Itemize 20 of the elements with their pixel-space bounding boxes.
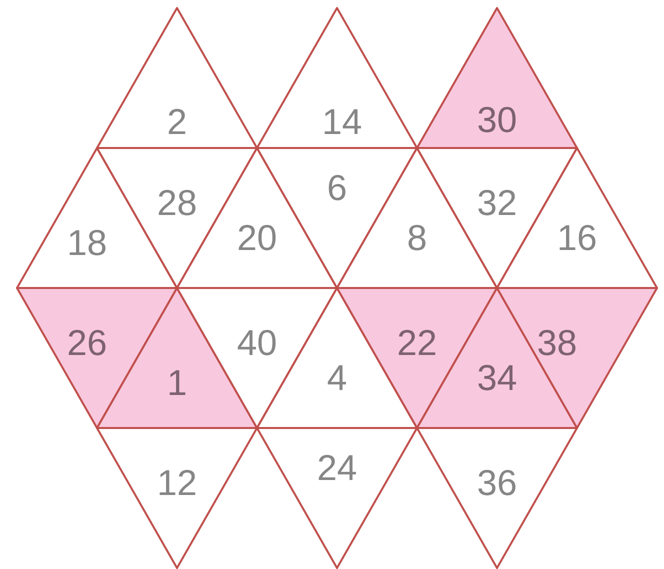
- number-label: 32: [476, 185, 518, 221]
- number-label: 24: [316, 450, 358, 486]
- number-label: 40: [236, 325, 278, 361]
- number-label: 34: [476, 360, 518, 396]
- number-label: 38: [536, 325, 578, 361]
- number-label: 28: [156, 185, 198, 221]
- number-label: 30: [476, 102, 518, 138]
- number-label: 2: [166, 104, 188, 140]
- number-label: 8: [406, 220, 428, 256]
- number-label: 20: [236, 220, 278, 256]
- number-label: 22: [396, 325, 438, 361]
- number-label: 36: [476, 465, 518, 501]
- number-label: 1: [166, 365, 188, 401]
- number-label: 6: [326, 170, 348, 206]
- number-label: 12: [156, 465, 198, 501]
- number-label: 4: [326, 360, 348, 396]
- number-label: 14: [322, 104, 362, 140]
- number-label: 26: [66, 325, 108, 361]
- number-label: 18: [66, 225, 108, 261]
- number-label: 16: [556, 220, 598, 256]
